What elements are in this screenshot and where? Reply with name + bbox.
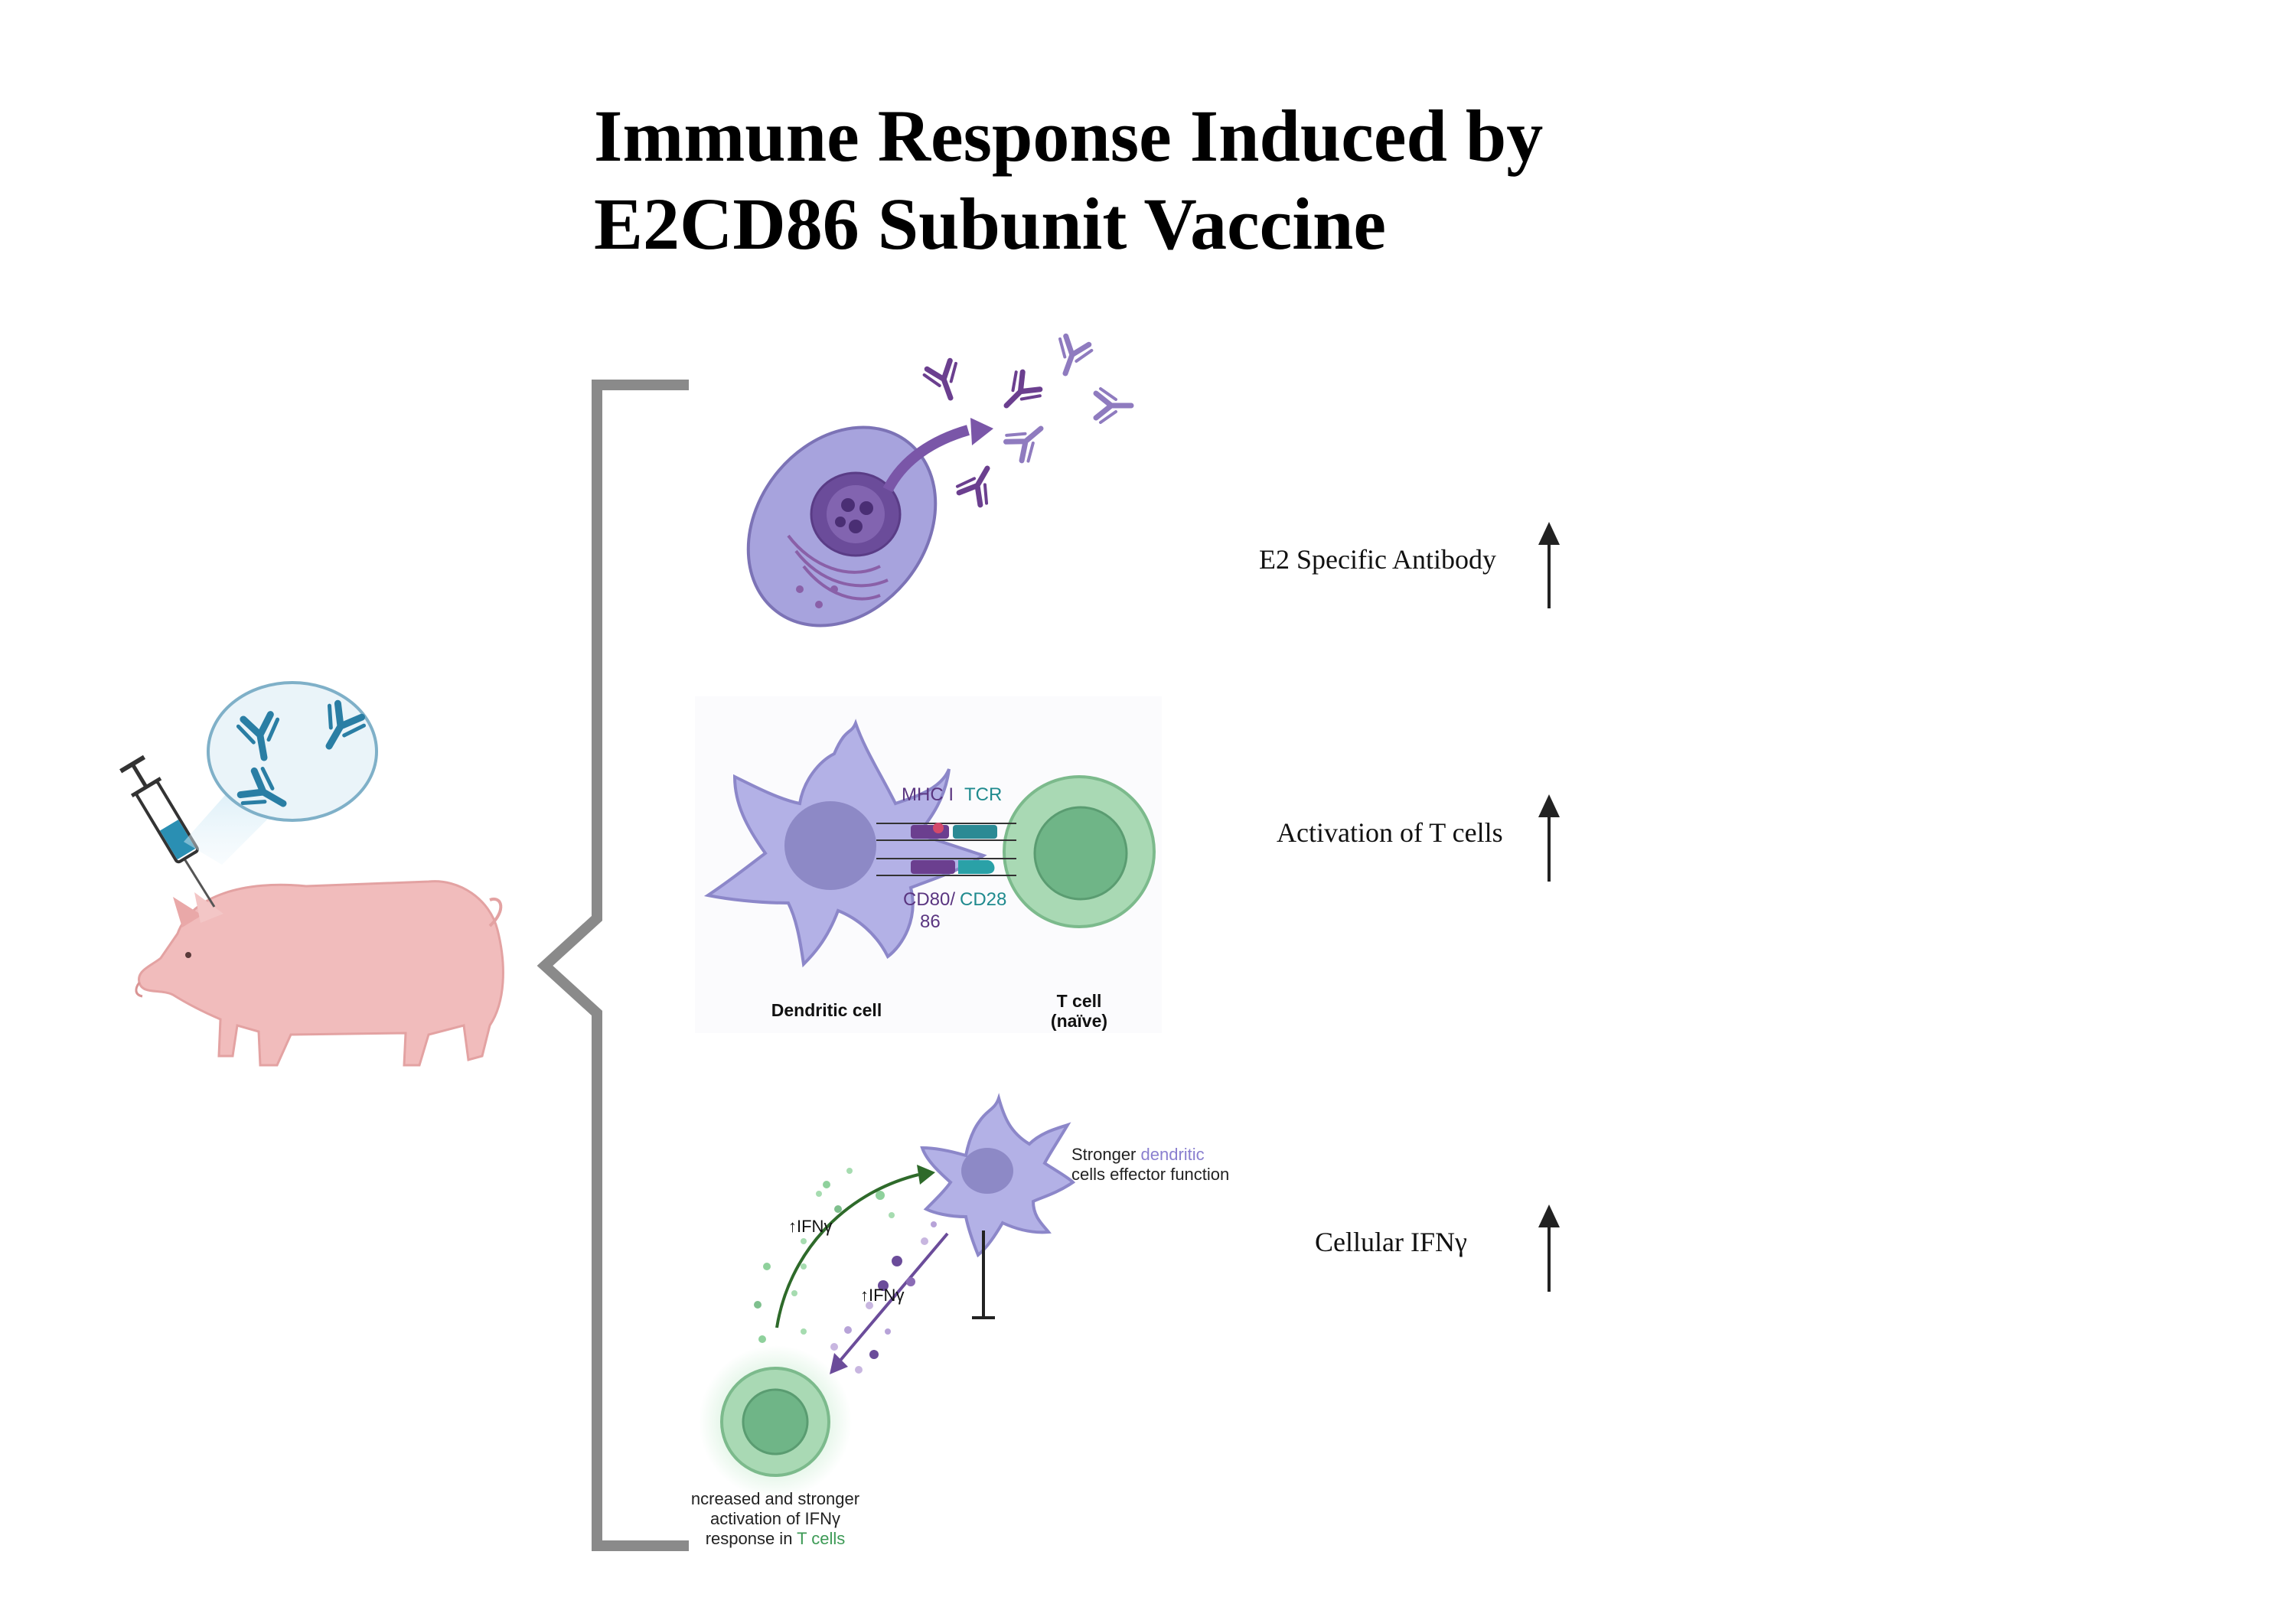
cytokine-dots	[754, 1168, 937, 1374]
t-cell-label: T cell	[1057, 991, 1102, 1011]
antibody-icon	[1049, 334, 1093, 379]
dendritic-cell	[703, 719, 987, 968]
effector-dendritic-cell	[920, 1093, 1076, 1258]
tcr-label: TCR	[964, 784, 1002, 805]
antibody-icon	[955, 460, 1002, 507]
green-ifn-arrow	[775, 1165, 935, 1328]
t-effect-text-colored: T cells	[797, 1529, 845, 1548]
t-effect-text-pre: response in	[706, 1529, 797, 1548]
antibody-icon	[994, 369, 1043, 418]
up-arrow-icon	[1538, 1204, 1560, 1292]
t-effect-text-line-3: response in T cells	[706, 1529, 846, 1548]
receptor-complex	[876, 823, 1016, 876]
antibody-icon	[1003, 416, 1052, 464]
cd28-label: CD28	[960, 889, 1006, 910]
dc-effect-text-colored: dendritic	[1141, 1145, 1205, 1164]
result-ifn-label: Cellular IFNγ	[1315, 1227, 1467, 1257]
t-cell-naive	[1003, 775, 1156, 928]
ifn-up-label-1: ↑IFNγ	[788, 1217, 832, 1236]
secretion-arrow	[882, 425, 970, 493]
dc-effect-text-line-1: Stronger dendritic	[1071, 1145, 1205, 1164]
syringe-icon	[119, 755, 216, 908]
t-effect-text-line-2: activation of IFNγ	[710, 1509, 840, 1528]
dc-effect-text-pre: Stronger	[1071, 1145, 1141, 1164]
purple-ifn-arrow	[830, 1232, 949, 1374]
title-line-2: E2CD86 Subunit Vaccine	[594, 183, 1386, 265]
cd80-label: CD80/	[903, 889, 955, 910]
t-effect-text-line-1: ncreased and stronger	[691, 1489, 859, 1508]
plasma-cell	[746, 425, 938, 627]
up-arrow-icon	[1538, 794, 1560, 882]
antibody-icon	[923, 359, 967, 403]
ifn-activated-t-cell	[699, 1345, 852, 1498]
mhc-label: MHC I	[902, 784, 954, 805]
up-arrow-icon	[1538, 522, 1560, 608]
dc-effect-text-line-2: cells effector function	[1071, 1165, 1229, 1184]
ifn-up-label-2: ↑IFNγ	[860, 1286, 904, 1305]
title-line-1: Immune Response Induced by	[594, 95, 1543, 177]
dendritic-cell-label: Dendritic cell	[771, 1000, 882, 1020]
result-tcells-label: Activation of T cells	[1277, 817, 1503, 848]
bracket	[536, 380, 689, 1551]
antibody-icon	[1096, 389, 1131, 422]
pig-illustration	[135, 880, 504, 1067]
inhibition-line	[972, 1231, 995, 1319]
t-cell-naive-label: (naïve)	[1051, 1011, 1107, 1031]
result-antibody-label: E2 Specific Antibody	[1259, 544, 1496, 575]
vaccine-antibody-bubble	[184, 681, 378, 865]
cd86-label: 86	[920, 911, 941, 932]
